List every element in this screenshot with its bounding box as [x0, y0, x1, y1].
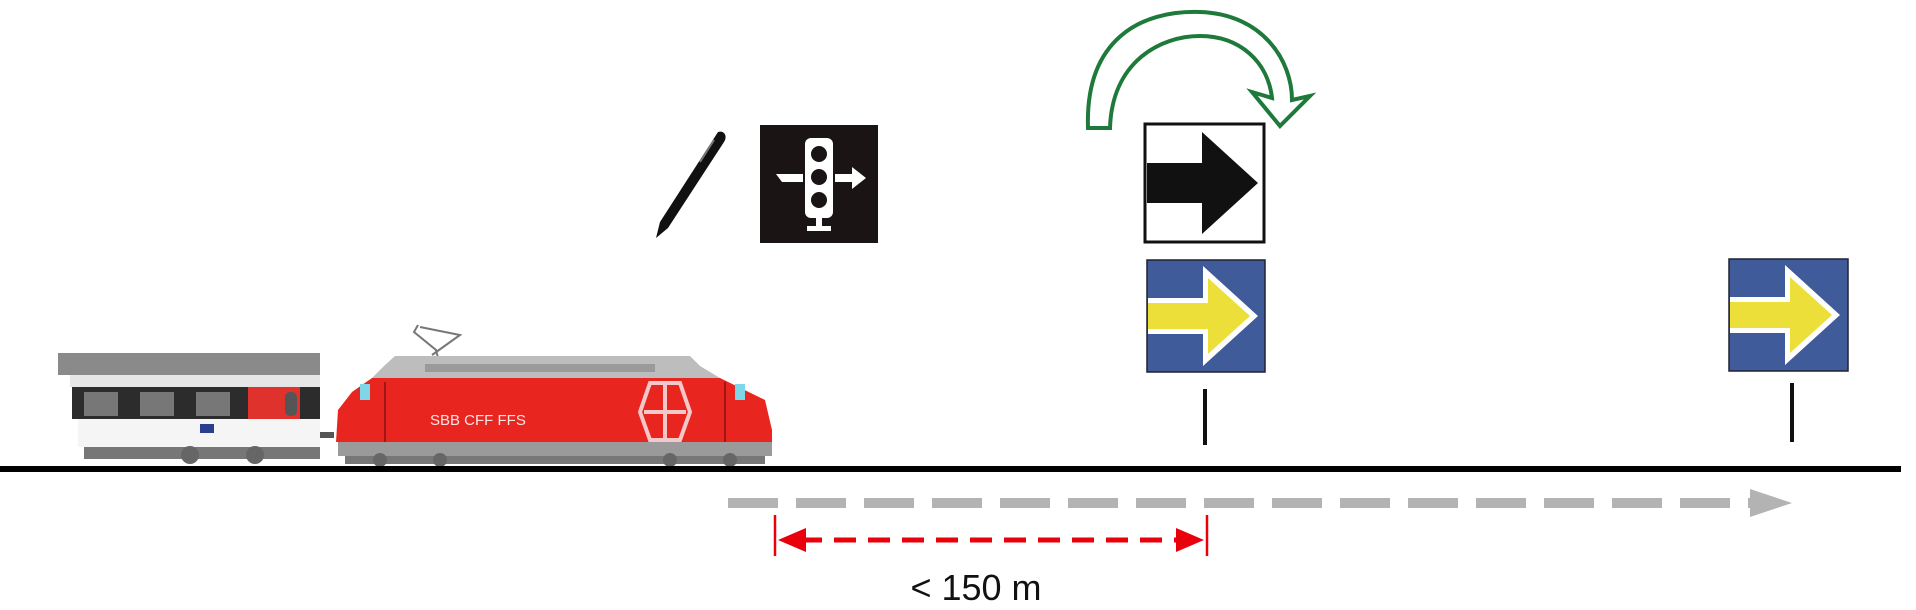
track-line [0, 466, 1901, 472]
sign-post [1203, 389, 1207, 445]
train-icon: SBB CFF FFS [58, 324, 772, 467]
blue-yellow-arrow-sign-icon [1728, 258, 1849, 372]
sign-post [1790, 383, 1794, 442]
blue-yellow-arrow-sign-icon [1146, 259, 1266, 373]
distance-dimension [773, 515, 1209, 556]
pen-icon [656, 131, 726, 238]
signal-sign-icon [760, 125, 878, 243]
green-curved-arrow-icon [1085, 9, 1317, 130]
swiss-cross-logo [637, 381, 693, 442]
distance-label: < 150 m [910, 567, 1041, 608]
locomotive: SBB CFF FFS [336, 324, 772, 467]
black-arrow-sign-icon [1143, 122, 1266, 244]
travel-direction-arrow [728, 489, 1792, 517]
passenger-coach [58, 353, 334, 464]
locomotive-lettering: SBB CFF FFS [430, 412, 526, 429]
